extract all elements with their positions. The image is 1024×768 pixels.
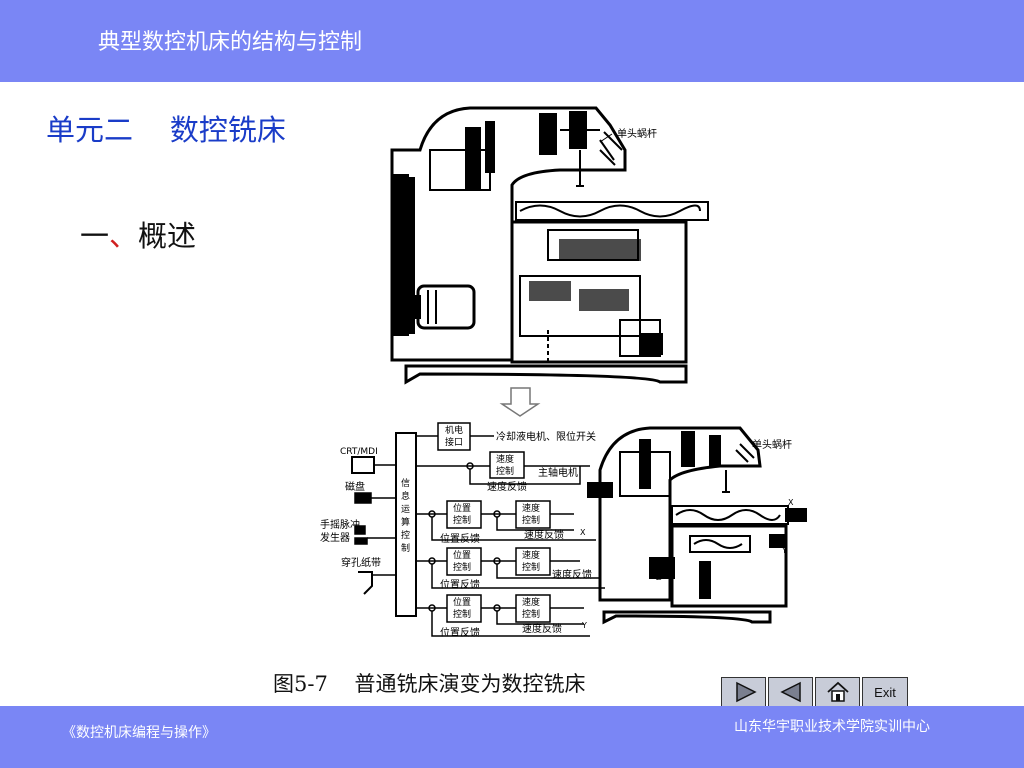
speed-feedback-2: 速度反馈 — [552, 568, 592, 581]
interface-label-2: 接口 — [445, 436, 463, 448]
speed-ctrl-3-a: 速度 — [522, 596, 540, 608]
spindle-speed-ctrl-2: 控制 — [496, 465, 514, 477]
handwheel-label-2: 发生器 — [320, 531, 350, 544]
speed-ctrl-3-b: 控制 — [522, 608, 540, 620]
section-heading: 一、概述 — [80, 213, 196, 255]
slide-nav: Exit — [721, 677, 908, 707]
axis-x-label-left: X — [580, 528, 586, 537]
tape-label: 穿孔纸带 — [341, 556, 381, 569]
unit-title: 单元二 数控铣床 — [46, 113, 286, 147]
header-title: 典型数控机床的结构与控制 — [98, 30, 363, 55]
position-feedback-2: 位置反馈 — [440, 578, 480, 591]
cnc-control-diagram — [351, 422, 605, 637]
position-feedback-3: 位置反馈 — [440, 626, 480, 639]
info-char-4: 算 — [401, 516, 410, 528]
info-char-6: 制 — [401, 542, 410, 554]
info-char-1: 信 — [401, 477, 410, 489]
pos-ctrl-1-b: 控制 — [453, 514, 471, 526]
footer-course-title: 《数控机床编程与操作》 — [62, 725, 216, 741]
footer-bar: 《数控机床编程与操作》 山东华宇职业技术学院实训中心 — [0, 706, 1024, 768]
speed-ctrl-2-b: 控制 — [522, 561, 540, 573]
top-worm-label: 单头蜗杆 — [617, 128, 657, 140]
speed-ctrl-1-a: 速度 — [522, 502, 540, 514]
figure-caption: 图5-7 普通铣床演变为数控铣床 — [273, 672, 586, 696]
cnc-milling-machine — [587, 426, 807, 625]
spindle-speed-feedback: 速度反馈 — [487, 480, 527, 493]
pos-ctrl-1-a: 位置 — [453, 502, 471, 514]
speed-feedback-3: 速度反馈 — [522, 622, 562, 635]
section-separator: 、 — [109, 219, 139, 253]
pos-ctrl-3-a: 位置 — [453, 596, 471, 608]
home-icon — [826, 681, 849, 702]
pos-ctrl-3-b: 控制 — [453, 608, 471, 620]
axis-z-label: Z — [656, 573, 662, 582]
play-right-icon — [735, 681, 757, 703]
disk-label: 磁盘 — [345, 480, 365, 493]
section-title: 概述 — [138, 219, 197, 253]
footer-institution: 山东华宇职业技术学院实训中心 — [734, 719, 930, 735]
conventional-milling-machine — [390, 106, 709, 385]
interface-label-1: 机电 — [445, 424, 463, 436]
speed-ctrl-2-a: 速度 — [522, 549, 540, 561]
evolution-arrow — [499, 387, 541, 417]
crt-mdi-label: CRT/MDI — [340, 447, 378, 457]
info-char-5: 控 — [401, 529, 410, 541]
speed-feedback-1: 速度反馈 — [524, 528, 564, 541]
handwheel-label-1: 手摇脉冲 — [320, 518, 360, 531]
home-button[interactable] — [815, 677, 860, 707]
previous-slide-button[interactable] — [768, 677, 813, 707]
exit-button[interactable]: Exit — [862, 677, 908, 707]
axis-y-label-left: Y — [581, 621, 587, 630]
bottom-worm-label: 单头蜗杆 — [752, 439, 792, 451]
axis-x-label-right: X — [788, 498, 794, 507]
section-number: 一 — [80, 219, 110, 253]
header-bar: 典型数控机床的结构与控制 — [0, 0, 1024, 82]
spindle-speed-ctrl-1: 速度 — [496, 453, 514, 465]
pos-ctrl-2-b: 控制 — [453, 561, 471, 573]
info-char-3: 运 — [401, 504, 410, 515]
play-left-icon — [779, 681, 801, 703]
speed-ctrl-1-b: 控制 — [522, 514, 540, 526]
info-char-2: 息 — [401, 490, 410, 502]
spindle-motor-label: 主轴电机 — [538, 466, 578, 479]
next-slide-button[interactable] — [721, 677, 766, 707]
axis-y-label-right: Y — [781, 546, 787, 555]
pos-ctrl-2-a: 位置 — [453, 549, 471, 561]
coolant-label: 冷却液电机、限位开关 — [496, 430, 596, 443]
position-feedback-1: 位置反馈 — [440, 532, 480, 545]
